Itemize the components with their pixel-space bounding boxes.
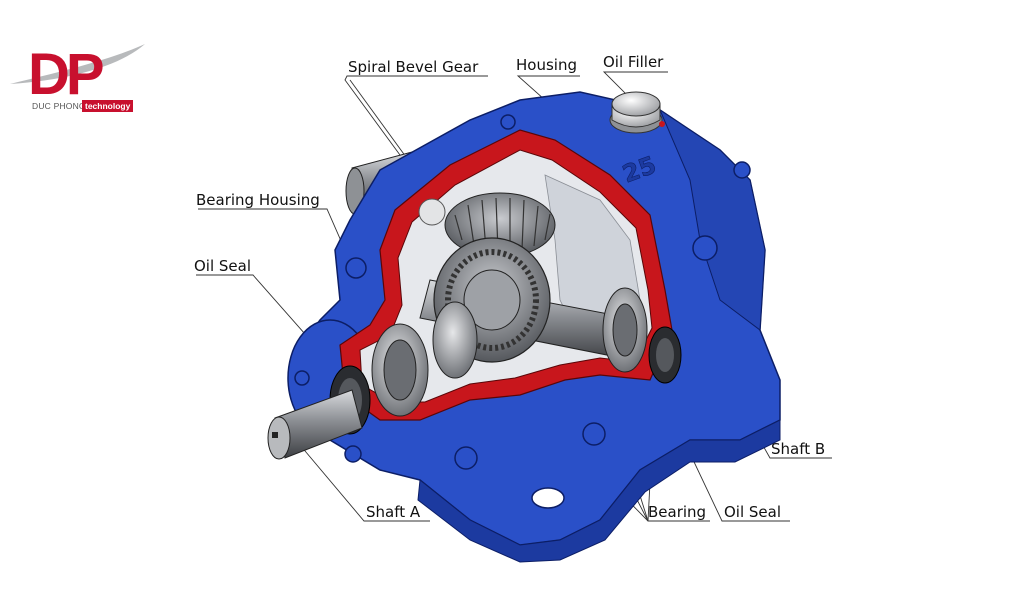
logo-monogram: DP (28, 42, 103, 107)
label-oil-seal-left: Oil Seal (194, 257, 252, 275)
leader-bearing-housing (198, 208, 353, 267)
oil-filler-cap (609, 91, 665, 134)
brand-name: DUC PHONG (32, 101, 86, 111)
bearing-right (602, 287, 648, 373)
label-spiral-bevel-gear: Spiral Bevel Gear (348, 58, 479, 76)
leader-oil-seal-left (196, 274, 351, 386)
bearing-left (371, 301, 478, 417)
label-bearing: Bearing (648, 503, 707, 521)
leader-shaft-a (299, 444, 430, 522)
label-oil-seal-right: Oil Seal (724, 503, 782, 521)
label-shaft-a: Shaft A (366, 503, 421, 521)
label-housing: Housing (516, 56, 577, 74)
label-bearing-housing: Bearing Housing (196, 191, 320, 209)
brand-tag: technology (82, 100, 134, 112)
oil-seal-right (648, 326, 682, 384)
housing-bolts (294, 114, 751, 470)
label-shaft-b: Shaft B (771, 440, 826, 458)
label-oil-filler: Oil Filler (603, 53, 664, 71)
shaft-a (267, 389, 363, 460)
brand-logo: DP (10, 42, 145, 107)
